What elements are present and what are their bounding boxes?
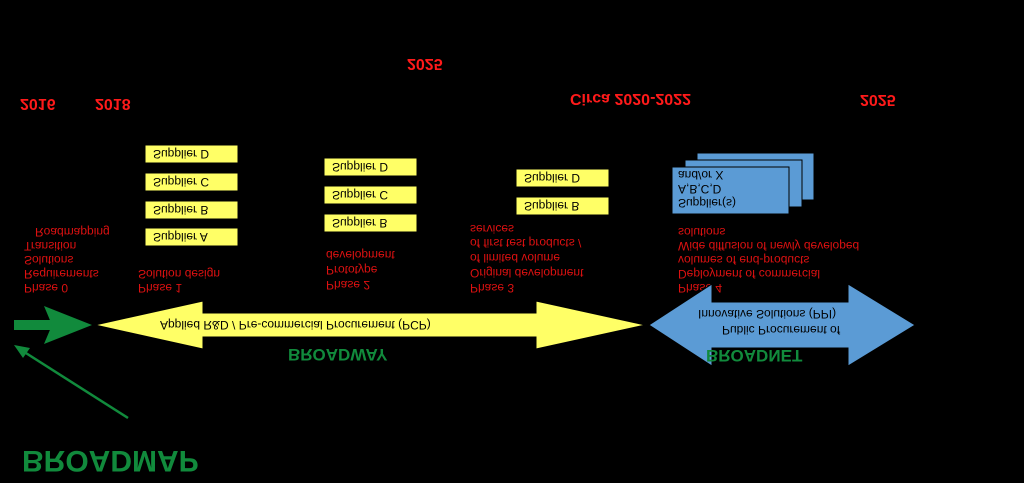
ppi-arrow — [648, 283, 916, 367]
phase-line: Solutions — [24, 253, 73, 267]
phase-line: Prototype — [326, 263, 378, 277]
stack-label: Supplier(s) — [678, 196, 736, 210]
supplier-label: Supplier B — [153, 203, 208, 217]
phase-line: of first test products / — [470, 236, 582, 250]
phase-2: Phase 2 Prototype development — [326, 248, 395, 292]
year-2025-top: 2025 — [407, 55, 443, 72]
supplier-box — [144, 144, 239, 164]
year-2025-right: 2025 — [860, 91, 896, 108]
stack-label: and/or X — [678, 168, 723, 182]
supplier-label: Supplier C — [153, 175, 209, 189]
year-2018: 2018 — [95, 95, 131, 112]
pcp-label: Applied R&D / Pre-commercial Procurement… — [160, 318, 431, 332]
phase-line: Phase 0 — [24, 281, 68, 295]
supplier-column-1: Supplier D Supplier C Supplier B Supplie… — [144, 144, 239, 247]
supplier-box — [144, 172, 239, 192]
phase-3: Phase 3 Original development of limited … — [470, 222, 584, 295]
phase-line: Transition — [24, 239, 76, 253]
supplier-box — [323, 213, 418, 233]
supplier-box — [323, 157, 418, 177]
supplier-label: Supplier B — [524, 199, 579, 213]
start-arrow-head — [44, 306, 92, 344]
phase-line: services — [470, 222, 514, 236]
stack-label: A,B,C,D — [678, 182, 722, 196]
phase-line: Requirements — [24, 267, 99, 281]
supplier-label: Supplier B — [332, 216, 387, 230]
pointer-line-shaft — [17, 346, 129, 420]
pointer-line-head — [14, 345, 30, 358]
phase-line: development — [326, 248, 395, 262]
phase-line: Phase 2 — [326, 278, 370, 292]
phase-line: solutions — [678, 225, 725, 239]
pcp-arrow — [94, 300, 646, 350]
supplier-box — [515, 196, 610, 216]
ppi-label-2: Innovative Solutions (PPI) — [698, 307, 836, 321]
phase-line: Solution design — [138, 267, 220, 281]
supplier-label: Supplier D — [332, 160, 388, 174]
phase-line: Deployment of commercial — [678, 267, 820, 281]
broadnet-title: BROADNET — [706, 346, 803, 365]
phase-line: Phase 3 — [470, 281, 514, 295]
pointer-line — [14, 345, 129, 420]
supplier-box — [144, 227, 239, 247]
broadway-title: BROADWAY — [288, 345, 388, 364]
supplier-box — [323, 185, 418, 205]
ppi-label-1: Public Procurement of — [722, 323, 841, 337]
year-2016: 2016 — [20, 95, 56, 112]
supplier-label: Supplier A — [153, 230, 208, 244]
year-circa: Circa 2020-2022 — [570, 90, 691, 107]
phase-line: Roadmapping — [35, 225, 110, 239]
phase-line: volumes of end-products — [678, 253, 809, 267]
supplier-column-3: Supplier D Supplier B — [515, 168, 610, 216]
phase-0: Phase 0 Requirements Solutions Transitio… — [24, 225, 110, 295]
start-arrow-shaft — [14, 320, 56, 330]
supplier-box — [144, 200, 239, 220]
stack-box-front — [671, 166, 790, 215]
phase-line: Original development — [470, 266, 584, 280]
supplier-box — [515, 168, 610, 188]
supplier-stack: and/or X A,B,C,D Supplier(s) — [671, 152, 815, 215]
start-arrow — [14, 306, 92, 344]
phase-line: Phase 1 — [138, 281, 182, 295]
broadmap-title: BROADMAP — [22, 444, 199, 477]
supplier-label: Supplier D — [524, 171, 580, 185]
supplier-label: Supplier C — [332, 188, 388, 202]
phase-4: Phase 4 Deployment of commercial volumes… — [678, 225, 859, 295]
phase-line: Wide diffusion of newly developed — [678, 239, 859, 253]
supplier-column-2: Supplier D Supplier C Supplier B — [323, 157, 418, 233]
supplier-label: Supplier D — [153, 147, 209, 161]
phase-line: of limited volume — [470, 251, 560, 265]
phase-1: Phase 1 Solution design — [138, 267, 220, 295]
